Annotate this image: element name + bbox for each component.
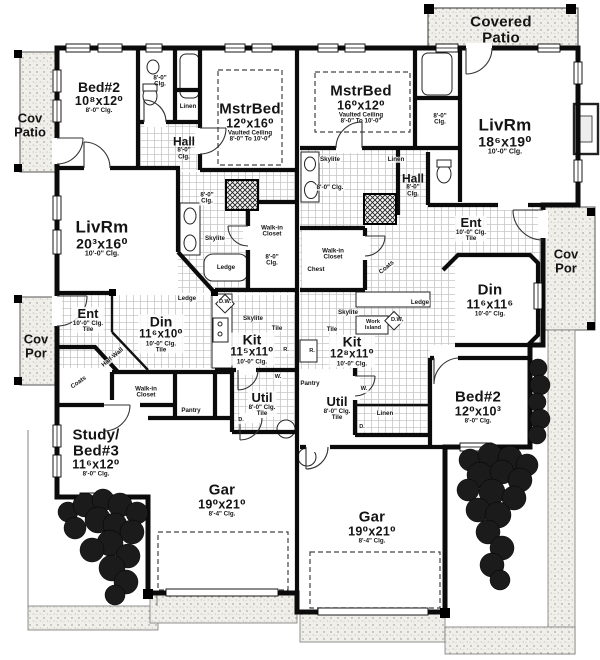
room-label-bed2-left: Bed#2 10⁸x12⁰ 8'-0" Clg. (74, 79, 124, 114)
room-label-kit-right: Kit 12⁸x11⁰ 10'-0" Clg. (329, 333, 375, 368)
label-range-left: R. (282, 347, 290, 354)
label-chest-right: Chest (307, 265, 325, 273)
label-linen-left: Linen (179, 102, 197, 110)
room-label-din-left: Din 11⁶x10⁰ 10'-0" Clg. Tile (138, 313, 184, 354)
showers (225, 179, 397, 225)
label-range-right: R. (308, 348, 316, 355)
label-ledge-center: Ledge (176, 294, 198, 303)
room-label-study-bed3: Study/ Bed#3 11⁶x12⁰ 8'-0" Clg. (72, 426, 120, 478)
label-walkin-clg-left: 8'-0" Clg. (265, 253, 279, 267)
label-walkin-closet-hall-left: Walk-in Closet (135, 385, 157, 399)
label-clg-bath-right: 8'-0" Clg. (315, 183, 345, 192)
label-dw-right: D.W. (389, 317, 405, 324)
label-cov-patio-left: Cov Patio (14, 110, 46, 139)
label-bath-clg-left: 8'-0" Clg. (153, 74, 167, 88)
label-work-island: Work Island (363, 319, 383, 332)
shrubs (57, 358, 551, 606)
label-cov-por-right: Cov Por (553, 246, 579, 275)
label-pantry-right: Pantry (300, 379, 320, 387)
room-label-hall-right: Hall 8'-0" Clg. (401, 171, 425, 198)
room-label-util-left: Util 8'-0" Clg. Tile (247, 389, 277, 418)
label-tile-kit-right: Tile (325, 325, 339, 334)
label-linen-right-lower: Linen (375, 409, 395, 418)
label-dw-left: D.W. (217, 299, 233, 306)
label-walkin-closet-left: Walk-in Closet (261, 224, 283, 238)
room-label-livrm-right: LivRm 18⁶x19⁰ 10'-0" Clg. (478, 115, 532, 156)
label-washer-right: W. (359, 386, 369, 393)
label-linen-right: Linen (386, 155, 406, 164)
room-label-livrm-left: LivRm 20³x16⁰ 10'-0" Clg. (75, 217, 129, 258)
posts (14, 4, 595, 618)
room-label-gar-right: Gar 19⁰x21⁰ 8'-4" Clg. (348, 508, 396, 545)
label-skylite-bath-right: Skylite (319, 155, 341, 164)
label-dryer-left: D. (237, 417, 245, 424)
room-label-mstrbed-right: MstrBed 16⁰x12⁰ Vaulted Ceiling 8'-0" To… (330, 82, 392, 125)
room-label-mstrbed-left: MstrBed 12⁰x16⁰ Vaulted Ceiling 8'-0" To… (219, 100, 281, 143)
room-label-din-right: Din 11⁶x11⁶ 10'-0" Clg. (466, 281, 514, 318)
label-tile-kit-left: Tile (270, 324, 284, 333)
room-label-bed2-right: Bed#2 12⁰x10³ 8'-0" Clg. (454, 388, 502, 425)
room-label-ent-left: Ent 10'-0" Clg. Tile (71, 305, 105, 334)
label-skylite-mbath-left: Skylite (204, 234, 226, 243)
label-ledge-mbath-left: Ledge (215, 263, 237, 272)
label-pantry-left: Pantry (181, 406, 201, 414)
outdoor-surfaces (19, 7, 596, 655)
room-label-kit-left: Kit 11⁵x11⁰ 10'-0" Clg. (229, 331, 275, 366)
label-walkin-closet-right: Walk-in Closet (322, 247, 344, 261)
label-ledge-right: Ledge (409, 298, 431, 307)
label-cov-por-left: Cov Por (23, 331, 49, 360)
room-label-gar-left: Gar 19⁰x21⁰ 8'-4" Clg. (198, 481, 246, 518)
label-dryer-right: D. (358, 424, 366, 431)
room-label-hall-left: Hall 8'-0" Clg. (172, 134, 196, 161)
door-arcs (56, 47, 544, 470)
room-label-ent-right: Ent 10'-0" Clg. Tile (454, 214, 488, 243)
label-skylite-kit-right: Skylite (337, 308, 359, 317)
label-mbath-clg-left: 8'-0" Clg. (199, 191, 215, 206)
room-label-util-right: Util 8'-0" Clg. Tile (322, 393, 352, 422)
label-bath-clg-right: 8'-0" Clg. (432, 112, 448, 127)
label-washer-left: W. (273, 374, 283, 381)
label-covered-patio: Covered Patio (470, 13, 532, 46)
label-skylite-kit-left: Skylite (242, 314, 264, 323)
